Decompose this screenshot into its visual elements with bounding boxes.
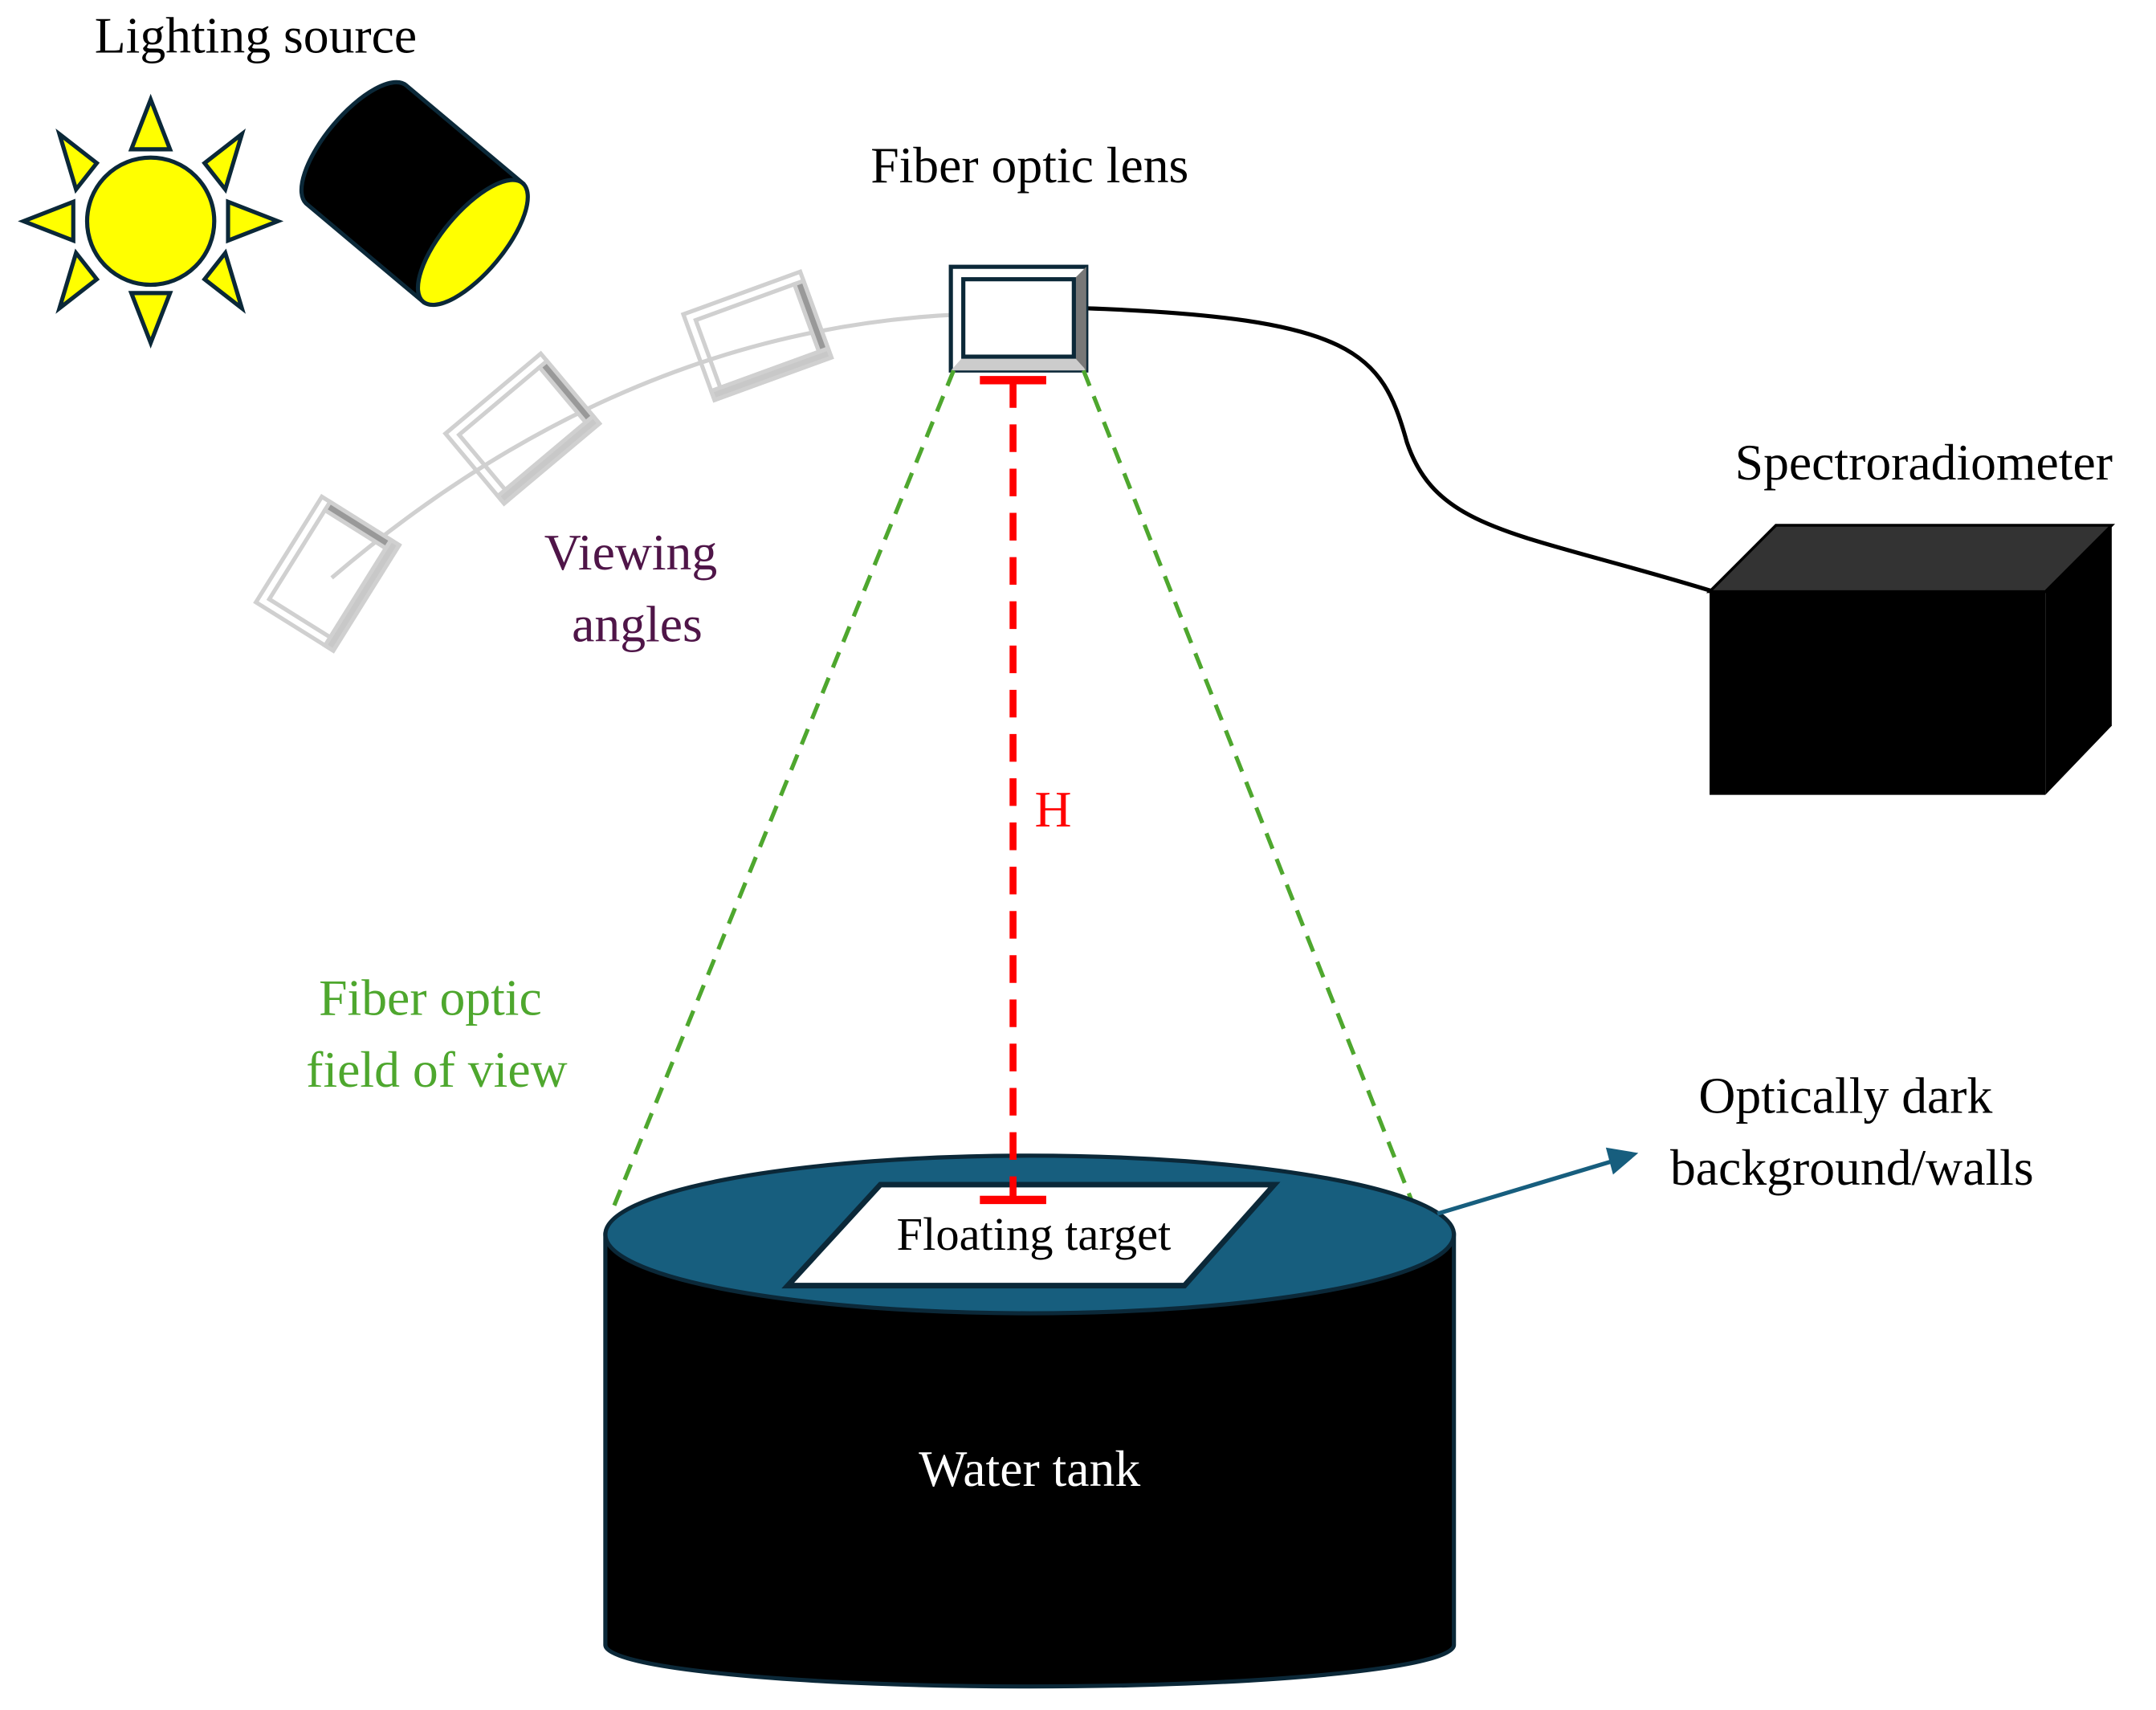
height-marker (980, 376, 1046, 1205)
dark-background-label: Optically dark background/walls (1670, 1067, 2034, 1195)
spectroradiometer-icon (1706, 524, 2116, 795)
floating-target-label: Floating target (897, 1208, 1172, 1260)
field-of-view-lines (609, 369, 1415, 1215)
viewing-angle-arc (330, 311, 1021, 580)
field-of-view-label: Fiber optic field of view (306, 969, 567, 1097)
ghost-sensor-2 (442, 350, 603, 507)
sun-icon (18, 93, 284, 349)
fiber-optic-lens-label: Fiber optic lens (870, 137, 1188, 194)
dark-background-arrow (1437, 1147, 1639, 1216)
viewing-angles-label: Viewing angles (544, 524, 730, 652)
ghost-sensor-3 (253, 493, 402, 654)
floating-target (781, 1181, 1281, 1289)
fiber-cable (1086, 306, 1714, 594)
water-tank-label: Water tank (919, 1440, 1140, 1497)
lamp-icon (299, 80, 530, 308)
spectroradiometer-label: Spectroradiometer (1735, 434, 2113, 491)
lighting-source-label: Lighting source (95, 6, 417, 63)
fiber-optic-lens-icon (948, 264, 1089, 373)
height-label: H (1035, 781, 1072, 838)
ghost-sensor-1 (680, 269, 834, 403)
